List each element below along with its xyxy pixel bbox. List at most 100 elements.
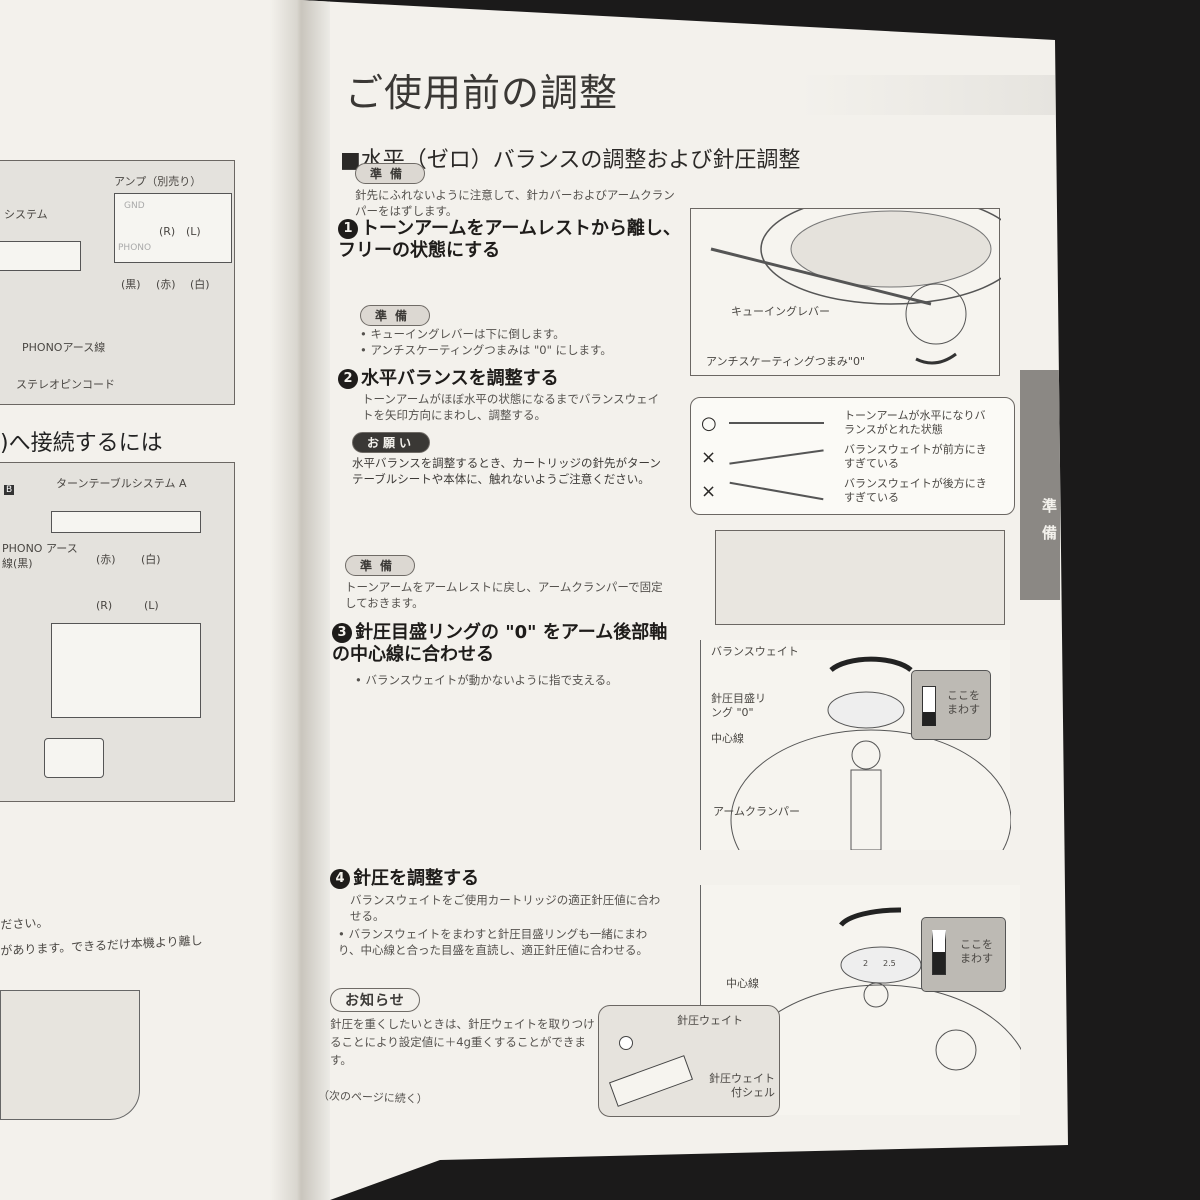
bullet-text: キューイングレバーは下に倒します。 bbox=[370, 327, 565, 341]
label: B bbox=[4, 485, 15, 495]
label: PHONOアース線 bbox=[22, 341, 106, 354]
label: (白) bbox=[141, 553, 161, 566]
label: システム bbox=[4, 208, 48, 221]
step-number: 2 bbox=[338, 369, 358, 389]
label: (黒) bbox=[121, 278, 141, 291]
amp-connection-figure: システム アンプ（別売り） GND PHONO (R) (L) (黒) (赤) … bbox=[0, 160, 235, 405]
stylus-weight-figure: 針圧ウェイト 針圧ウェイト付シェル bbox=[598, 1005, 780, 1117]
balance-states-figure: ○ トーンアームが水平になりバランスがとれた状態 × バランスウェイトが前方にきすぎ… bbox=[690, 397, 1015, 515]
scale-tick-label: 2.5 bbox=[883, 959, 896, 968]
section-heading: )へ接続するには bbox=[0, 431, 163, 456]
ng-mark: × bbox=[701, 480, 717, 502]
label-balance-weight: バランスウェイト bbox=[711, 645, 799, 658]
headshell-icon bbox=[608, 1055, 694, 1107]
ng-mark: × bbox=[701, 446, 717, 468]
amp-panel bbox=[114, 193, 232, 263]
step-title: 水平バランスを調整する bbox=[361, 368, 559, 389]
label: アンプ（別売り） bbox=[114, 175, 202, 188]
bullet-text: バランスウェイトが動かないように指で支える。 bbox=[365, 673, 618, 687]
step-title: 針圧を調整する bbox=[353, 868, 479, 889]
label: ステレオピンコード bbox=[16, 378, 115, 391]
label: (L) bbox=[144, 599, 159, 612]
notice-block: お知らせ 針圧を重くしたいときは、針圧ウェイトを取りつけることにより設定値に＋4… bbox=[330, 988, 595, 1069]
prep-text: トーンアームをアームレストに戻し、アームクランパーで固定しておきます。 bbox=[345, 580, 663, 610]
label: (白) bbox=[190, 278, 210, 291]
arm-icon bbox=[729, 449, 824, 465]
label-turn-here: ここをまわす bbox=[960, 938, 993, 965]
label: (赤) bbox=[96, 553, 116, 566]
label: ターンテーブルシステム A bbox=[56, 477, 187, 490]
hand-photo-figure bbox=[0, 990, 140, 1120]
prep-block-1: 準備 針先にふれないように注意して、針カバーおよびアームクランパーをはずします。 bbox=[355, 163, 685, 219]
notice-text: 針圧を重くしたいときは、針圧ウェイトを取りつけることにより設定値に＋4g重くする… bbox=[330, 1017, 595, 1067]
amp-connection-figure-2: B ターンテーブルシステム A PHONO アース線(黒) (赤) (白) (R… bbox=[0, 462, 235, 802]
prep-bullet: • アンチスケーティングつまみは "0" にします。 bbox=[360, 343, 612, 357]
turntable-side-figure bbox=[715, 530, 1005, 625]
turntable-drawing bbox=[51, 511, 201, 533]
step-4-text: バランスウェイトをご使用カートリッジの適正針圧値に合わせる。 bbox=[350, 893, 661, 923]
weight-icon bbox=[619, 1036, 633, 1050]
notice-badge: お知らせ bbox=[330, 988, 420, 1012]
label-antiskating: アンチスケーティングつまみ"0" bbox=[706, 355, 866, 368]
step-title: トーンアームをアームレストから離し、フリーの状態にする bbox=[338, 218, 681, 261]
step-4-bullet: • バランスウェイトをまわすと針圧目盛リングも一緒にまわり、中心線と合った目盛を… bbox=[338, 927, 649, 957]
label-center-line: 中心線 bbox=[711, 732, 744, 745]
balance-weight-figure: バランスウェイト 針圧目盛リング "0" 中心線 アームクランパー ここをまわす bbox=[700, 640, 1012, 911]
step-number: 3 bbox=[332, 623, 352, 643]
label: (赤) bbox=[156, 278, 176, 291]
turn-here-callout: ここをまわす bbox=[911, 670, 991, 740]
step-number: 4 bbox=[330, 869, 350, 889]
balance-text: バランスウェイトが前方にきすぎている bbox=[844, 443, 987, 470]
prep-text: 針先にふれないように注意して、針カバーおよびアームクランパーをはずします。 bbox=[355, 188, 675, 218]
request-badge: お願い bbox=[352, 432, 431, 453]
left-text-line: があります。できるだけ本機より離し bbox=[0, 933, 203, 958]
tonearm-illustration: キューイングレバー アンチスケーティングつまみ"0" bbox=[690, 193, 1022, 376]
turn-here-callout: ここをまわす bbox=[921, 917, 1006, 992]
label: (R) bbox=[96, 599, 113, 612]
step-title: 針圧目盛リングの "0" をアーム後部軸の中心線に合わせる bbox=[332, 622, 668, 665]
prep-block-2: 準備 • キューイングレバーは下に倒します。 • アンチスケーティングつまみは … bbox=[360, 305, 612, 358]
continued-note: （次のページに続く） bbox=[317, 1089, 428, 1106]
bullet-text: バランスウェイトをまわすと針圧目盛リングも一緒にまわり、中心線と合った目盛を直読… bbox=[338, 927, 649, 957]
label: (R) bbox=[159, 225, 176, 238]
balance-text: バランスウェイトが後方にきすぎている bbox=[844, 477, 987, 504]
section-side-tab: 準備 bbox=[1020, 370, 1060, 600]
label: PHONO アース線(黒) bbox=[2, 542, 78, 570]
label-weight-shell: 針圧ウェイト付シェル bbox=[709, 1072, 775, 1099]
label-ring: 針圧目盛リング "0" bbox=[711, 692, 766, 719]
page-gutter bbox=[270, 0, 330, 1200]
prep-badge: 準備 bbox=[345, 555, 416, 576]
ok-mark: ○ bbox=[701, 412, 717, 434]
prep-bullet: • キューイングレバーは下に倒します。 bbox=[360, 327, 565, 341]
step-3-bullet: • バランスウェイトが動かないように指で支える。 bbox=[355, 673, 618, 687]
mixer-drawing bbox=[51, 623, 201, 718]
balance-row: ○ トーンアームが水平になりバランスがとれた状態 bbox=[701, 406, 1004, 440]
request-block: お願い 水平バランスを調整するとき、カートリッジの針先がターンテーブルシートや本… bbox=[352, 432, 672, 487]
scale-tick-label: 2 bbox=[863, 959, 869, 968]
balance-row: × バランスウェイトが後方にきすぎている bbox=[701, 474, 1004, 508]
label: (L) bbox=[186, 225, 201, 238]
prep-badge: 準備 bbox=[355, 163, 426, 184]
weight-icon bbox=[932, 930, 946, 975]
balance-text: トーンアームが水平になりバランスがとれた状態 bbox=[844, 409, 986, 436]
label-cueing-lever: キューイングレバー bbox=[731, 305, 830, 318]
label-center-line: 中心線 bbox=[726, 977, 759, 990]
label-arm-clamper: アームクランパー bbox=[713, 805, 801, 818]
label: PHONO bbox=[118, 243, 152, 253]
earth-terminal-callout bbox=[44, 738, 104, 778]
page-title: ご使用前の調整 bbox=[345, 71, 619, 115]
prep-block-3: 準備 トーンアームをアームレストに戻し、アームクランパーで固定しておきます。 bbox=[345, 555, 665, 611]
left-text-line: ださい。 bbox=[0, 915, 49, 932]
turntable-drawing bbox=[0, 241, 81, 271]
prep-badge: 準備 bbox=[360, 305, 431, 326]
label-turn-here: ここをまわす bbox=[947, 689, 980, 716]
label: GND bbox=[124, 201, 145, 211]
title-band bbox=[800, 75, 1055, 115]
arm-icon bbox=[729, 422, 824, 424]
request-text: 水平バランスを調整するとき、カートリッジの針先がターンテーブルシートや本体に、触… bbox=[352, 456, 661, 486]
